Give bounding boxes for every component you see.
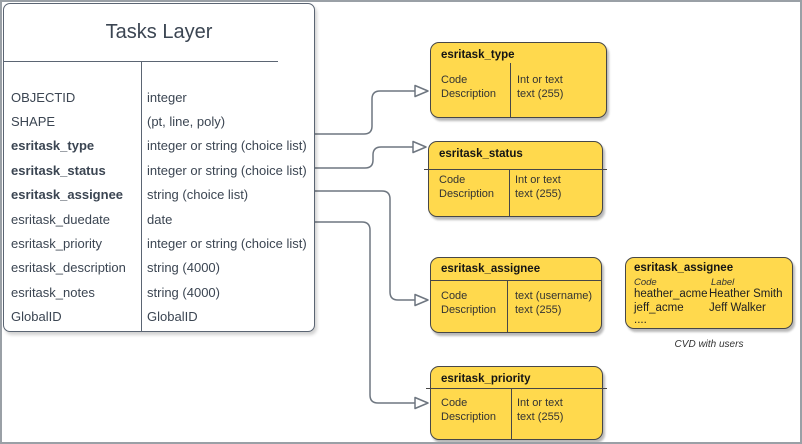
field-name: esritask_description [11,260,126,276]
field-name: esritask_priority [11,236,103,252]
domain-box-left-cells: Code Description [441,290,497,316]
domain-box-esritask-type: esritask_type Code Description Int or te… [430,42,607,118]
arrowhead-icon [414,84,429,98]
field-name: esritask_status [11,162,106,178]
domain-box-left-cells: Code Description [441,74,497,100]
domain-box-column-divider [509,169,510,216]
cvd-ellipsis: .... [634,314,647,326]
connector-esritask-type [315,90,415,135]
domain-box-title: esritask_priority [441,373,531,385]
field-row: GlobalID GlobalID [4,305,314,329]
connector-esritask-priority [315,221,415,404]
field-row: esritask_description string (4000) [4,256,314,280]
connector-esritask-status [315,146,414,169]
connector-esritask-assignee [315,190,415,301]
domain-box-column-divider [507,280,508,332]
field-name: OBJECTID [11,89,76,105]
domain-box-right-cells: Int or text text (255) [515,174,562,200]
domain-box-title: esritask_type [441,49,515,61]
field-type: integer [147,89,187,105]
table-title: Tasks Layer [105,21,213,43]
domain-box-column-divider [510,63,511,117]
domain-box-row-divider [424,169,607,170]
domain-box-right-cells: text (username) text (255) [515,290,593,316]
field-type: date [147,211,173,227]
domain-box-esritask-priority: esritask_priority Code Description Int o… [426,366,607,440]
field-row: OBJECTID integer [4,85,314,109]
field-name: SHAPE [11,114,56,130]
domain-box-esritask-assignee: esritask_assignee Code Description text … [430,257,602,333]
field-row: esritask_priority integer or string (cho… [4,231,314,255]
arrowhead-icon [412,140,427,154]
field-name: esritask_assignee [11,187,124,203]
domain-box-esritask-status: esritask_status Code Description Int or … [424,141,607,217]
domain-box-title: esritask_assignee [441,263,541,275]
field-rows: OBJECTID integer SHAPE (pt, line, poly) … [4,85,314,329]
domain-box-right-cells: Int or text text (255) [517,74,564,100]
field-name: GlobalID [11,309,62,325]
field-name: esritask_type [11,138,95,154]
column-divider [141,61,142,331]
field-row: esritask_status integer or string (choic… [4,158,314,182]
cvd-code-value: jeff_acme [634,302,684,314]
field-type: (pt, line, poly) [147,114,226,130]
domain-box-row-divider [431,280,601,281]
cvd-label-value: Heather Smith [709,288,783,300]
field-name: esritask_duedate [11,211,111,227]
arrowhead-icon [414,293,429,307]
field-type: GlobalID [147,309,198,325]
arrowhead-icon [414,396,429,410]
cvd-label-value: Jeff Walker [709,302,766,314]
field-name: esritask_notes [11,284,95,300]
domain-box-title: esritask_status [439,148,523,160]
field-type: string (4000) [147,260,220,276]
domain-box-column-divider [511,388,512,439]
cvd-caption: CVD with users [674,339,744,350]
cvd-code-header: Code [634,277,657,288]
cvd-code-value: heather_acme [634,288,708,300]
field-type: integer or string (choice list) [147,236,307,252]
field-row: esritask_type integer or string (choice … [4,134,314,158]
cvd-box-title: esritask_assignee [634,262,734,274]
field-type: string (4000) [147,284,220,300]
domain-box-row-divider [426,388,607,389]
tasks-layer-table: Tasks Layer OBJECTID integer SHAPE (pt, … [3,3,315,332]
field-row: esritask_duedate date [4,207,314,231]
domain-box-left-cells: Code Description [439,174,495,200]
cvd-label-header: Label [711,277,735,288]
field-row: SHAPE (pt, line, poly) [4,109,314,133]
field-type: integer or string (choice list) [147,138,307,154]
field-type: string (choice list) [147,187,249,203]
domain-box-left-cells: Code Description [441,397,497,423]
field-row: esritask_notes string (4000) [4,280,314,304]
field-type: integer or string (choice list) [147,162,307,178]
cvd-box-esritask-assignee: esritask_assignee Code Label heather_acm… [625,257,793,329]
domain-box-right-cells: Int or text text (255) [517,397,564,423]
field-row: esritask_assignee string (choice list) [4,183,314,207]
